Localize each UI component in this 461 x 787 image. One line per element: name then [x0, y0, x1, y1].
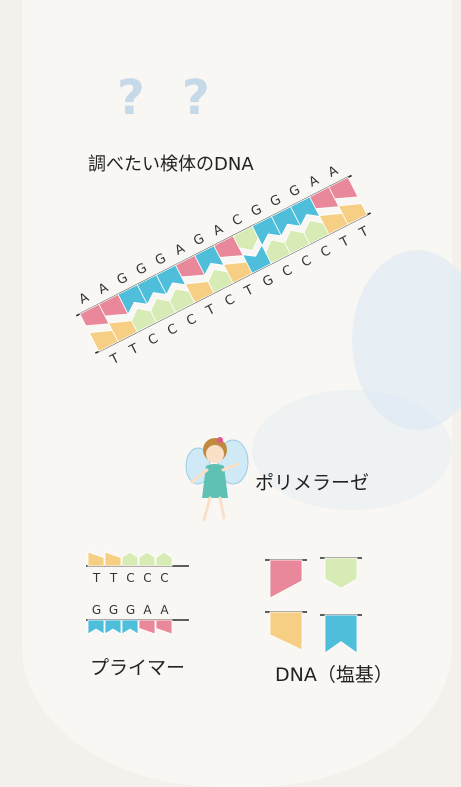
bottom-base-C — [207, 268, 234, 294]
primer-1-letter: C — [126, 571, 134, 585]
base-C — [303, 220, 330, 245]
base-G — [117, 284, 148, 315]
bottom-base-C — [131, 307, 157, 333]
top-base-C — [232, 225, 259, 252]
base-G — [155, 264, 187, 296]
primer-2-base-A — [138, 619, 156, 635]
top-base-A — [328, 176, 359, 200]
bottom-base-C — [150, 298, 177, 323]
primer-2-letter: G — [126, 603, 135, 617]
base-C — [121, 551, 139, 567]
primer-1-base-C — [155, 551, 173, 567]
primer-2-base-A — [155, 619, 173, 635]
base-G — [251, 215, 283, 247]
primer-1-letter: C — [160, 571, 168, 585]
bottom-base-C — [303, 220, 330, 245]
base-A — [328, 176, 359, 200]
base-T — [337, 203, 368, 226]
base-C — [169, 288, 196, 313]
base-A — [138, 619, 156, 635]
legend-base-C — [320, 557, 362, 589]
primer-2-letter: A — [160, 603, 169, 617]
base-T — [87, 551, 105, 567]
base-T — [104, 551, 122, 567]
base-G — [241, 244, 272, 274]
top-base-G — [117, 284, 148, 315]
base-G — [104, 619, 122, 635]
primer-1-letter: C — [143, 571, 151, 585]
base-C — [265, 239, 292, 265]
background-panel: ? ? — [22, 0, 461, 787]
faded-background-glyph: ? — [117, 70, 145, 126]
primer-2-letter: G — [92, 603, 101, 617]
bottom-base-C — [265, 239, 292, 265]
base-C — [155, 551, 173, 567]
legend-base-A — [265, 559, 307, 599]
bottom-base-G — [241, 244, 272, 274]
top-base-G — [136, 274, 168, 306]
faded-background-glyph: ? — [182, 70, 210, 126]
fairy-polymerase-icon — [185, 437, 249, 522]
legend-shape-G — [324, 614, 358, 654]
primer-1-base-C — [138, 551, 156, 567]
base-G — [270, 206, 302, 237]
top-base-G — [155, 264, 187, 296]
primer-2-letter: G — [109, 603, 118, 617]
primer-1-letter: T — [92, 571, 101, 585]
background-blob — [252, 390, 452, 510]
bottom-base-T — [337, 203, 368, 226]
primer-2-base-G — [121, 619, 139, 635]
base-A — [155, 619, 173, 635]
base-G — [87, 619, 105, 635]
bottom-base-C — [284, 229, 311, 255]
legend-base-T — [265, 611, 307, 651]
legend-shape-C — [324, 557, 358, 589]
primer-1-base-T — [87, 551, 105, 567]
base-C — [232, 225, 259, 252]
legend-base-G — [320, 614, 362, 654]
primer-1-base-T — [104, 551, 122, 567]
base-G — [194, 245, 225, 276]
polymerase-label: ポリメラーゼ — [255, 472, 370, 494]
bottom-base-C — [169, 288, 196, 313]
top-base-G — [251, 215, 283, 247]
legend-shape-T — [269, 611, 303, 651]
base-G — [290, 196, 321, 228]
primer-2-base-G — [87, 619, 105, 635]
top-base-G — [290, 196, 321, 228]
base-C — [150, 298, 177, 323]
primer-label: プライマー — [90, 657, 186, 679]
base-C — [284, 229, 311, 255]
primer-1-letter: T — [109, 571, 118, 585]
background-blob — [352, 250, 461, 430]
dna-base-legend-label: DNA（塩基） — [275, 664, 393, 686]
top-base-G — [194, 245, 225, 276]
top-base-G — [270, 206, 302, 237]
base-C — [131, 307, 157, 333]
primer-1-base-C — [121, 551, 139, 567]
sample-dna-title: 調べたい検体のDNA — [88, 154, 254, 175]
primer-2-base-G — [104, 619, 122, 635]
base-C — [138, 551, 156, 567]
base-G — [121, 619, 139, 635]
primer-2-letter: A — [143, 603, 152, 617]
base-C — [207, 268, 234, 294]
legend-shape-A — [269, 559, 303, 599]
base-G — [136, 274, 168, 306]
